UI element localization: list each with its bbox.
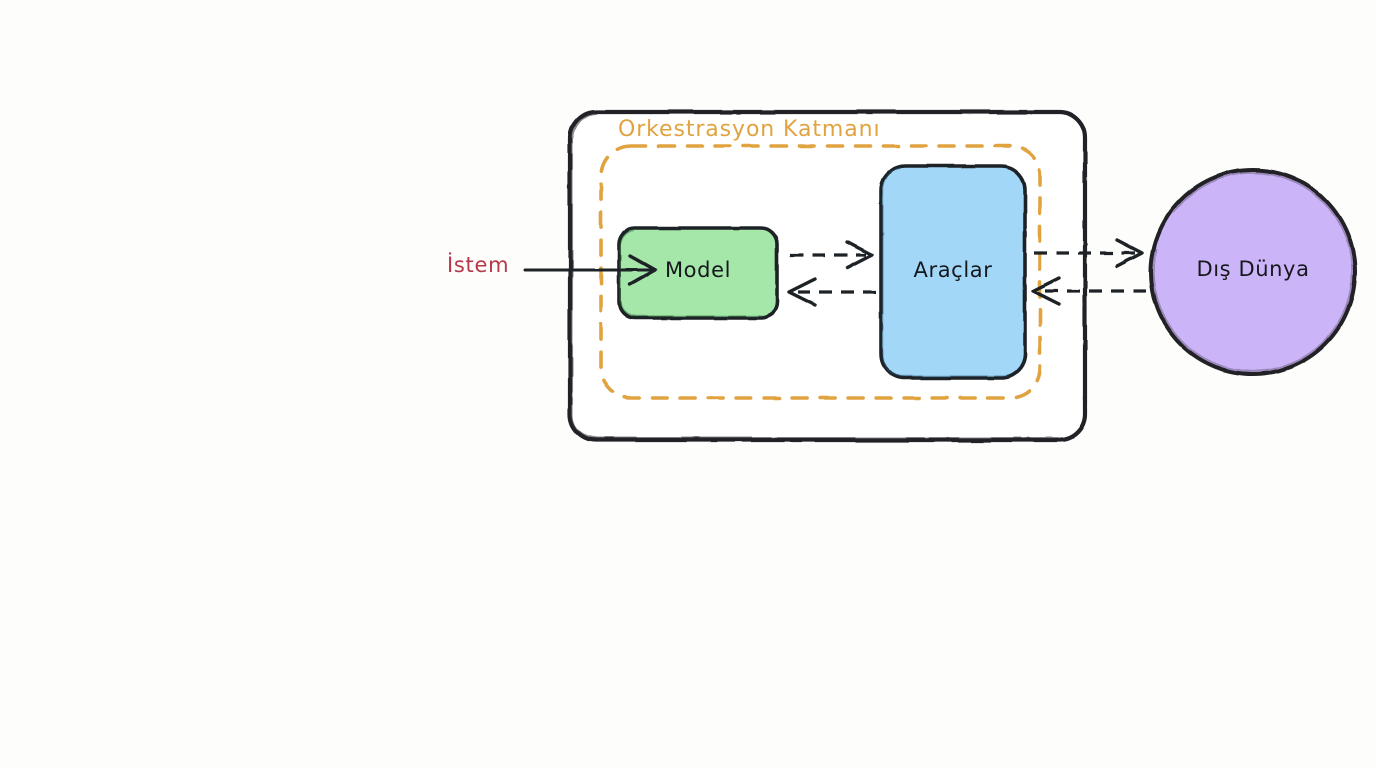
edge-tools-to-model <box>787 277 876 307</box>
model-node-shape[interactable] <box>617 226 779 320</box>
external-world-node-shape[interactable] <box>1126 145 1376 399</box>
edge-prompt-to-model <box>523 254 657 286</box>
tools-node-shape[interactable] <box>879 164 1027 380</box>
edge-model-to-tools <box>790 240 874 270</box>
edge-tools-to-external-world <box>1034 238 1144 268</box>
orchestration-layer-boundary <box>599 144 1042 400</box>
edge-external-world-to-tools <box>1031 276 1146 306</box>
